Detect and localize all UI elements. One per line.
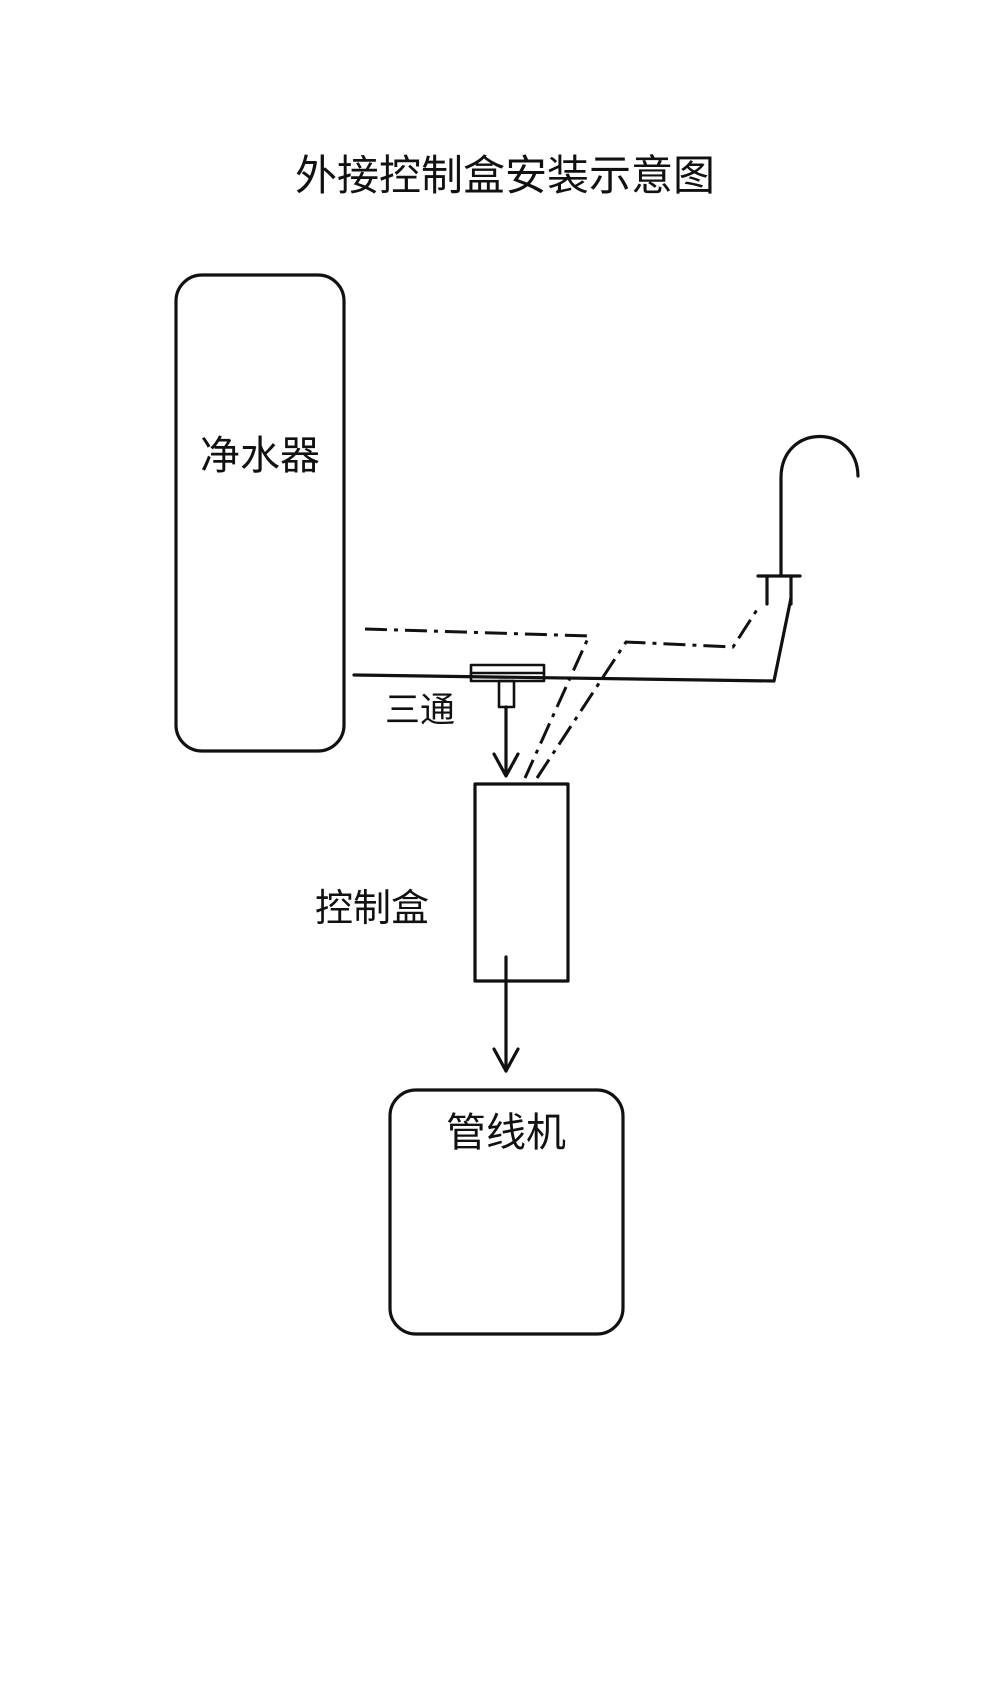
tee-to-box-arrow: [492, 705, 520, 778]
box-to-machine-arrow: [492, 955, 520, 1073]
tee-label: 三通: [385, 691, 455, 731]
purifier-label: 净水器: [200, 433, 320, 479]
signal-wire-to-faucet: [535, 604, 762, 779]
control-box: [473, 782, 570, 983]
signal-wire-from-purifier: [364, 627, 592, 779]
purifier-box: [174, 273, 346, 753]
pipeline-machine-label: 管线机: [446, 1110, 566, 1156]
tee-fitting-icon: [469, 663, 546, 709]
control-box-label: 控制盒: [315, 886, 429, 930]
faucet-icon: [756, 434, 860, 606]
pipeline-machine-box: [388, 1088, 625, 1336]
main-water-pipe: [352, 596, 793, 683]
diagram-title: 外接控制盒安装示意图: [295, 151, 715, 200]
